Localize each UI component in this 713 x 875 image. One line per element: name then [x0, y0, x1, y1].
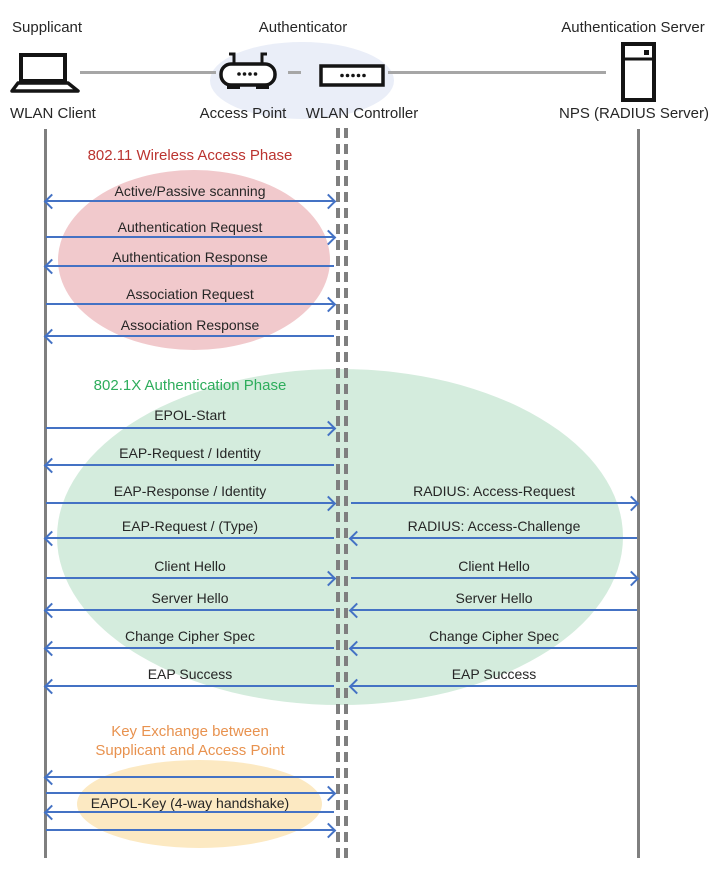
- message-label: Active/Passive scanning: [114, 183, 266, 199]
- message-arrow: [46, 200, 334, 202]
- message-arrow: [46, 792, 334, 794]
- phase-title-wireless-access: 802.11 Wireless Access Phase: [87, 147, 293, 164]
- message-arrow: [46, 776, 334, 778]
- message-label: EPOL-Start: [154, 407, 226, 423]
- lifeline-wlan-client: [44, 129, 47, 858]
- message-arrow: [46, 427, 334, 429]
- message-arrow: [351, 685, 637, 687]
- message-arrow: [46, 685, 334, 687]
- laptop-icon: [10, 52, 82, 99]
- access-point-icon: [217, 49, 279, 97]
- message-arrow: [46, 335, 334, 337]
- role-label-authenticator: Authenticator: [258, 19, 348, 36]
- message-label: Change Cipher Spec: [429, 628, 559, 644]
- connector-controller-server: [388, 71, 606, 74]
- message-arrow: [351, 609, 637, 611]
- message-arrow: [46, 811, 334, 813]
- lifeline-authenticator-dashed-2: [344, 128, 348, 860]
- message-label: Authentication Response: [112, 249, 268, 265]
- message-label: RADIUS: Access-Request: [413, 483, 575, 499]
- connector-client-ap: [80, 71, 216, 74]
- message-label: EAP-Request / (Type): [121, 518, 259, 534]
- message-arrow: [46, 609, 334, 611]
- message-label: EAP-Request / Identity: [119, 445, 261, 461]
- wlan-controller-icon: [319, 64, 385, 92]
- message-label: EAPOL-Key (4-way handshake): [90, 795, 290, 811]
- device-label-nps-radius-server: NPS (RADIUS Server): [558, 105, 710, 122]
- message-arrow: [351, 537, 637, 539]
- message-label: EAP-Response / Identity: [113, 483, 267, 499]
- message-arrow: [46, 303, 334, 305]
- phase-ellipse-key-exchange: [77, 760, 322, 848]
- device-label-access-point: Access Point: [199, 105, 287, 122]
- lifeline-radius-server: [637, 129, 640, 858]
- message-arrow: [46, 537, 334, 539]
- message-label: Change Cipher Spec: [125, 628, 255, 644]
- message-label: Association Response: [120, 317, 260, 333]
- message-arrow: [46, 829, 334, 831]
- message-arrow: [46, 464, 334, 466]
- message-label: Association Request: [126, 286, 254, 302]
- message-arrow: [351, 502, 637, 504]
- message-label: RADIUS: Access-Challenge: [407, 518, 581, 534]
- message-label: Client Hello: [458, 558, 530, 574]
- message-arrow: [46, 502, 334, 504]
- phase-title-key-exchange-line1: Key Exchange between: [111, 723, 269, 740]
- lifeline-authenticator-dashed-1: [336, 128, 340, 860]
- message-arrow: [351, 647, 637, 649]
- message-label: Authentication Request: [117, 219, 263, 235]
- message-arrow: [46, 647, 334, 649]
- message-arrow: [46, 265, 334, 267]
- message-arrow: [46, 236, 334, 238]
- phase-title-dot1x-authentication: 802.1X Authentication Phase: [93, 377, 287, 394]
- role-label-authentication-server: Authentication Server: [561, 19, 705, 36]
- message-arrow: [351, 577, 637, 579]
- message-arrow: [46, 577, 334, 579]
- message-label: Server Hello: [151, 590, 229, 606]
- device-label-wlan-client: WLAN Client: [10, 105, 96, 122]
- server-icon: [620, 42, 657, 107]
- connector-ap-controller: [288, 71, 301, 74]
- phase-title-key-exchange-line2: Supplicant and Access Point: [95, 742, 285, 759]
- device-label-wlan-controller: WLAN Controller: [305, 105, 419, 122]
- message-label: EAP Success: [147, 666, 233, 682]
- message-label: Client Hello: [154, 558, 226, 574]
- role-label-supplicant: Supplicant: [12, 19, 83, 36]
- message-label: Server Hello: [455, 590, 533, 606]
- message-label: EAP Success: [451, 666, 537, 682]
